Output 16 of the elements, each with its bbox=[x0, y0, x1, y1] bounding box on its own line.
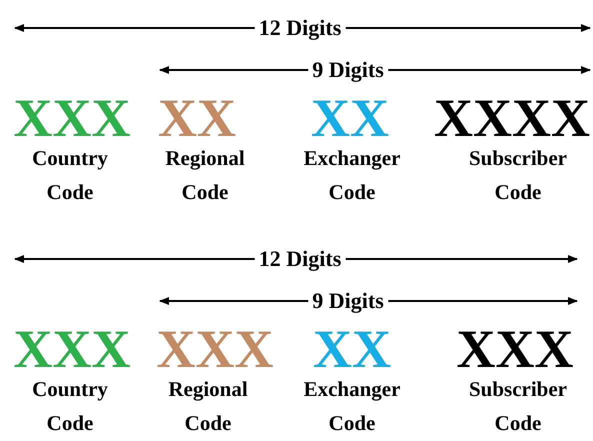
code-label: Exchanger Code bbox=[302, 145, 402, 206]
digit-pattern-text: XXX bbox=[14, 324, 130, 374]
code-label: Subscriber Code bbox=[468, 145, 568, 206]
digit-pattern-text: XXX bbox=[456, 324, 574, 374]
code-label: Country Code bbox=[31, 376, 109, 437]
code-label: Subscriber Code bbox=[468, 376, 568, 437]
code-label: Regional Code bbox=[164, 145, 246, 206]
digit-pattern-text: XXXX bbox=[434, 93, 590, 143]
digit-pattern-text: XX bbox=[158, 93, 236, 143]
digit-pattern-text: XX bbox=[313, 324, 391, 374]
digit-pattern-text: XX bbox=[311, 93, 389, 143]
digit-pattern-text: XXX bbox=[14, 93, 130, 143]
code-label: Regional Code bbox=[167, 376, 249, 437]
digit-pattern-text: XXX bbox=[156, 324, 274, 374]
code-label: Exchanger Code bbox=[302, 376, 402, 437]
code-label: Country Code bbox=[31, 145, 109, 206]
